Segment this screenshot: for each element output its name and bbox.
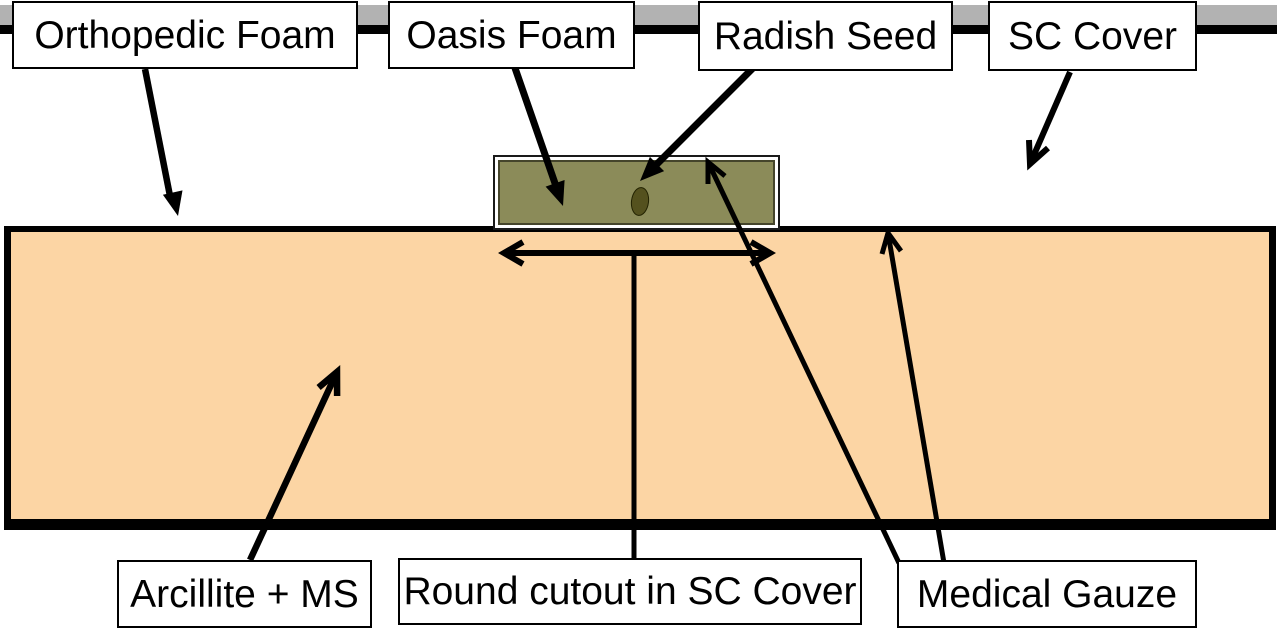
sc-cover-label-text: SC Cover (1007, 14, 1178, 58)
sc-cover-arrow (1026, 70, 1073, 171)
oasis-foam-block (493, 155, 780, 230)
radish-seed-label-text: Radish Seed (713, 14, 938, 58)
medical-gauze-label-text: Medical Gauze (916, 572, 1178, 616)
round-cutout-label-text: Round cutout in SC Cover (403, 570, 857, 613)
medical-gauze-layer (0, 0, 1277, 5)
orthopedic-foam-label-text: Orthopedic Foam (34, 13, 336, 57)
oasis-foam-label: Oasis Foam (388, 1, 635, 69)
radish-seed-label: Radish Seed (698, 1, 953, 71)
oasis-foam-inner (498, 160, 775, 225)
radish-seed (629, 186, 651, 217)
oasis-foam-label-text: Oasis Foam (406, 13, 617, 57)
orthopedic-foam-label: Orthopedic Foam (12, 1, 358, 69)
arcillite-ms-label: Arcillite + MS (117, 560, 372, 628)
arcillite-ms-label-text: Arcillite + MS (130, 572, 359, 616)
round-cutout-label: Round cutout in SC Cover (398, 558, 862, 625)
orthopedic-foam-arrow (138, 67, 185, 220)
arcillite-substrate-layer (4, 226, 1276, 530)
sc-cover-label: SC Cover (988, 1, 1197, 71)
medical-gauze-label: Medical Gauze (897, 560, 1197, 628)
